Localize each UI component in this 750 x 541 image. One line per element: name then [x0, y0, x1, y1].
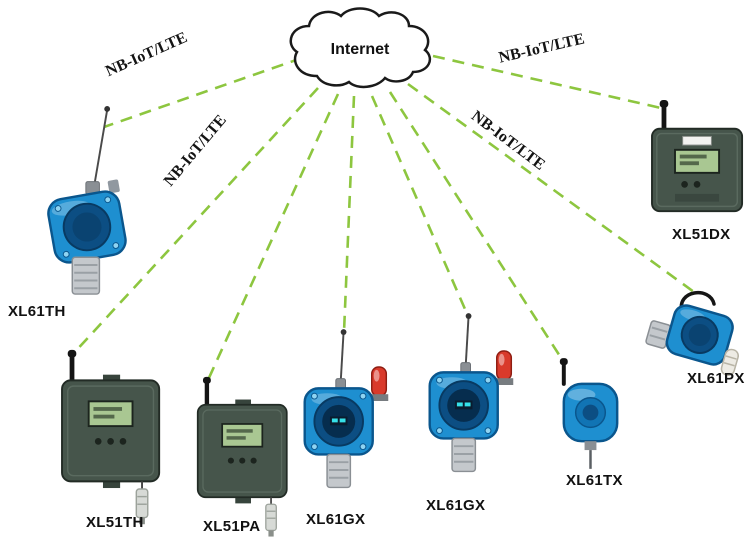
sensor-cylinder-icon	[326, 453, 352, 489]
xl61gx-device-icon	[428, 313, 514, 473]
antenna-icon	[561, 362, 566, 386]
xl51th-device	[60, 348, 165, 534]
display-icon	[329, 416, 348, 426]
xl61tx-device-icon	[559, 358, 619, 469]
xl51pa-device-icon	[196, 376, 288, 537]
xl61px-device-icon	[645, 290, 740, 376]
antenna-icon	[92, 109, 109, 190]
xl51dx-device-icon	[651, 100, 744, 213]
xl61th-label: XL61TH	[8, 303, 66, 320]
link-line-xl61gx-left	[342, 95, 356, 333]
sensor-cylinder-icon	[451, 437, 477, 473]
antenna-icon	[661, 103, 667, 131]
lcd-screen-icon	[221, 423, 264, 448]
link-line-xl51th	[72, 87, 319, 355]
probe-icon	[720, 348, 740, 376]
display-icon	[454, 400, 473, 410]
xl51th-device-icon	[61, 349, 161, 525]
xl61gx-right-device	[420, 312, 522, 497]
xl61tx-device	[548, 358, 632, 477]
xl61gx-left-device	[295, 328, 397, 513]
xl61tx-label: XL61TX	[566, 472, 623, 489]
xl61px-device	[638, 284, 750, 385]
antenna-icon	[204, 380, 210, 409]
port-icon	[682, 135, 712, 146]
xl61gx-right-label: XL61GX	[426, 497, 486, 514]
antenna-icon	[339, 331, 345, 383]
xl51pa-label: XL51PA	[203, 518, 261, 535]
link-line-xl61th	[103, 56, 303, 129]
link-line-xl51pa	[206, 93, 340, 381]
sensor-cylinder-icon	[71, 256, 101, 295]
xl51dx-device	[650, 100, 746, 220]
link-line-xl61gx-right	[370, 95, 470, 317]
internet-cloud-label: Internet	[330, 41, 390, 58]
xl51pa-device	[196, 375, 292, 541]
xl51dx-label: XL51DX	[672, 226, 731, 243]
xl61th-device-icon	[47, 106, 127, 295]
alarm-beacon-icon	[371, 366, 388, 397]
cloud-icon	[289, 7, 432, 89]
xl61gx-left-label: XL61GX	[306, 511, 366, 528]
sensor-probe-icon	[265, 503, 277, 532]
antenna-icon	[464, 315, 470, 367]
link-line-xl61tx	[388, 91, 567, 365]
link-line-xl51dx	[432, 54, 662, 110]
lcd-screen-icon	[87, 400, 134, 428]
alarm-beacon-icon	[496, 350, 513, 381]
xl61px-label: XL61PX	[687, 370, 745, 387]
xl51th-label: XL51TH	[86, 514, 144, 531]
antenna-icon	[69, 353, 75, 385]
xl61th-device	[18, 102, 144, 306]
xl61gx-device-icon	[303, 329, 389, 489]
